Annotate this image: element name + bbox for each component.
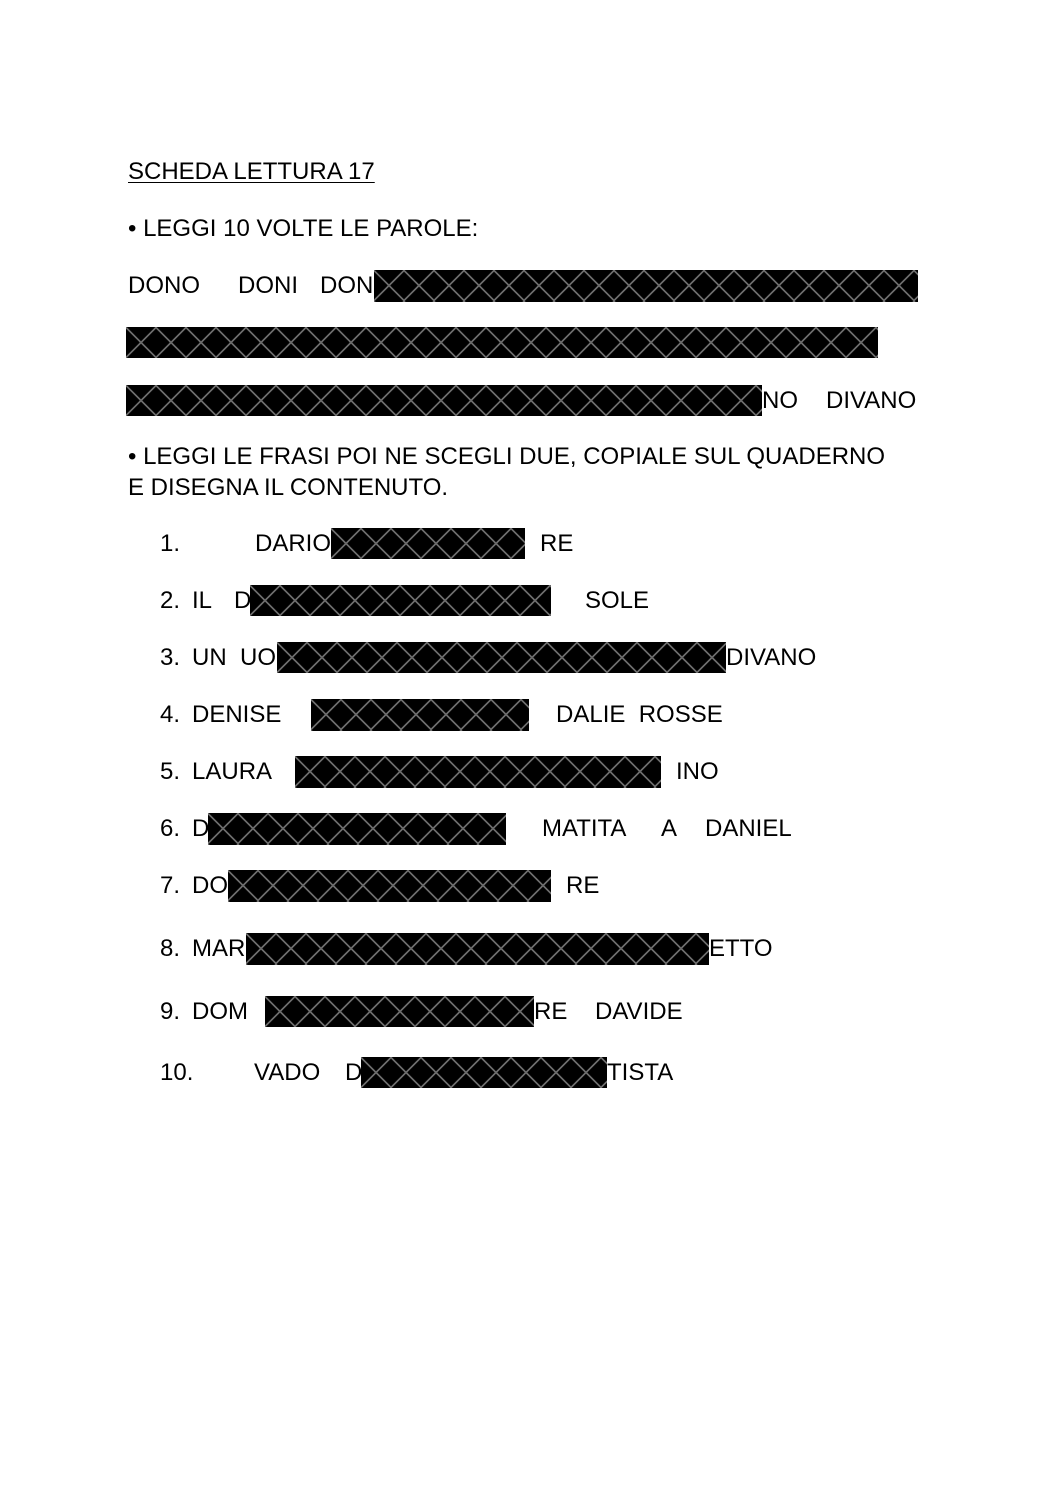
sentence-text: DALIE ROSSE bbox=[556, 701, 723, 728]
redaction-box bbox=[361, 1057, 607, 1088]
list-number: 7. bbox=[160, 872, 181, 899]
sentence-text: MATITA bbox=[542, 815, 627, 842]
redaction-box bbox=[250, 585, 551, 616]
sentence-text: RE bbox=[540, 530, 574, 557]
redaction-box bbox=[374, 270, 918, 302]
sentence-text: D bbox=[192, 815, 210, 842]
word: DONO bbox=[128, 272, 200, 299]
redaction-box bbox=[295, 756, 661, 788]
sentence-text: SOLE bbox=[585, 587, 650, 614]
sentence-text: IL bbox=[192, 587, 213, 614]
instruction-sentences: • LEGGI LE FRASI POI NE SCEGLI DUE, COPI… bbox=[128, 443, 886, 470]
sentence-text: D bbox=[345, 1059, 363, 1086]
list-number: 10. bbox=[160, 1059, 194, 1086]
sentence-text: MAR bbox=[192, 935, 246, 962]
sentence-text: D bbox=[234, 587, 252, 614]
redaction-box bbox=[277, 642, 726, 673]
sentence-text: ETTO bbox=[709, 935, 773, 962]
sentence-text: DAVIDE bbox=[595, 998, 683, 1025]
sentence-text: LAURA bbox=[192, 758, 273, 785]
redaction-box bbox=[208, 813, 506, 845]
word: NO bbox=[762, 387, 798, 414]
list-number: 9. bbox=[160, 998, 181, 1025]
sentence-text: INO bbox=[676, 758, 719, 785]
list-number: 5. bbox=[160, 758, 181, 785]
word: DON bbox=[320, 272, 374, 299]
instruction-sentences: E DISEGNA IL CONTENUTO. bbox=[128, 474, 449, 501]
word: DONI bbox=[238, 272, 298, 299]
sentence-text: DO bbox=[192, 872, 228, 899]
list-number: 3. bbox=[160, 644, 181, 671]
page-title: SCHEDA LETTURA 17 bbox=[128, 158, 375, 185]
list-number: 1. bbox=[160, 530, 181, 557]
sentence-text: DANIEL bbox=[705, 815, 792, 842]
list-number: 4. bbox=[160, 701, 181, 728]
sentence-text: A bbox=[661, 815, 678, 842]
sentence-text: RE bbox=[534, 998, 568, 1025]
redaction-box bbox=[311, 699, 529, 731]
redaction-box bbox=[265, 996, 534, 1027]
redaction-box bbox=[331, 528, 525, 559]
list-number: 2. bbox=[160, 587, 181, 614]
redaction-box bbox=[228, 870, 551, 902]
sentence-text: UN UO bbox=[192, 644, 276, 671]
sentence-text: DIVANO bbox=[726, 644, 817, 671]
instruction-read-words: • LEGGI 10 VOLTE LE PAROLE: bbox=[128, 215, 479, 242]
word: DIVANO bbox=[826, 387, 917, 414]
sentence-text: DOM bbox=[192, 998, 248, 1025]
redaction-box bbox=[126, 327, 878, 358]
sentence-text: VADO bbox=[254, 1059, 321, 1086]
redaction-box bbox=[246, 933, 709, 965]
sentence-text: DARIO bbox=[255, 530, 332, 557]
list-number: 8. bbox=[160, 935, 181, 962]
sentence-text: RE bbox=[566, 872, 600, 899]
sentence-text: TISTA bbox=[607, 1059, 674, 1086]
redaction-box bbox=[126, 385, 762, 416]
list-number: 6. bbox=[160, 815, 181, 842]
sentence-text: DENISE bbox=[192, 701, 282, 728]
